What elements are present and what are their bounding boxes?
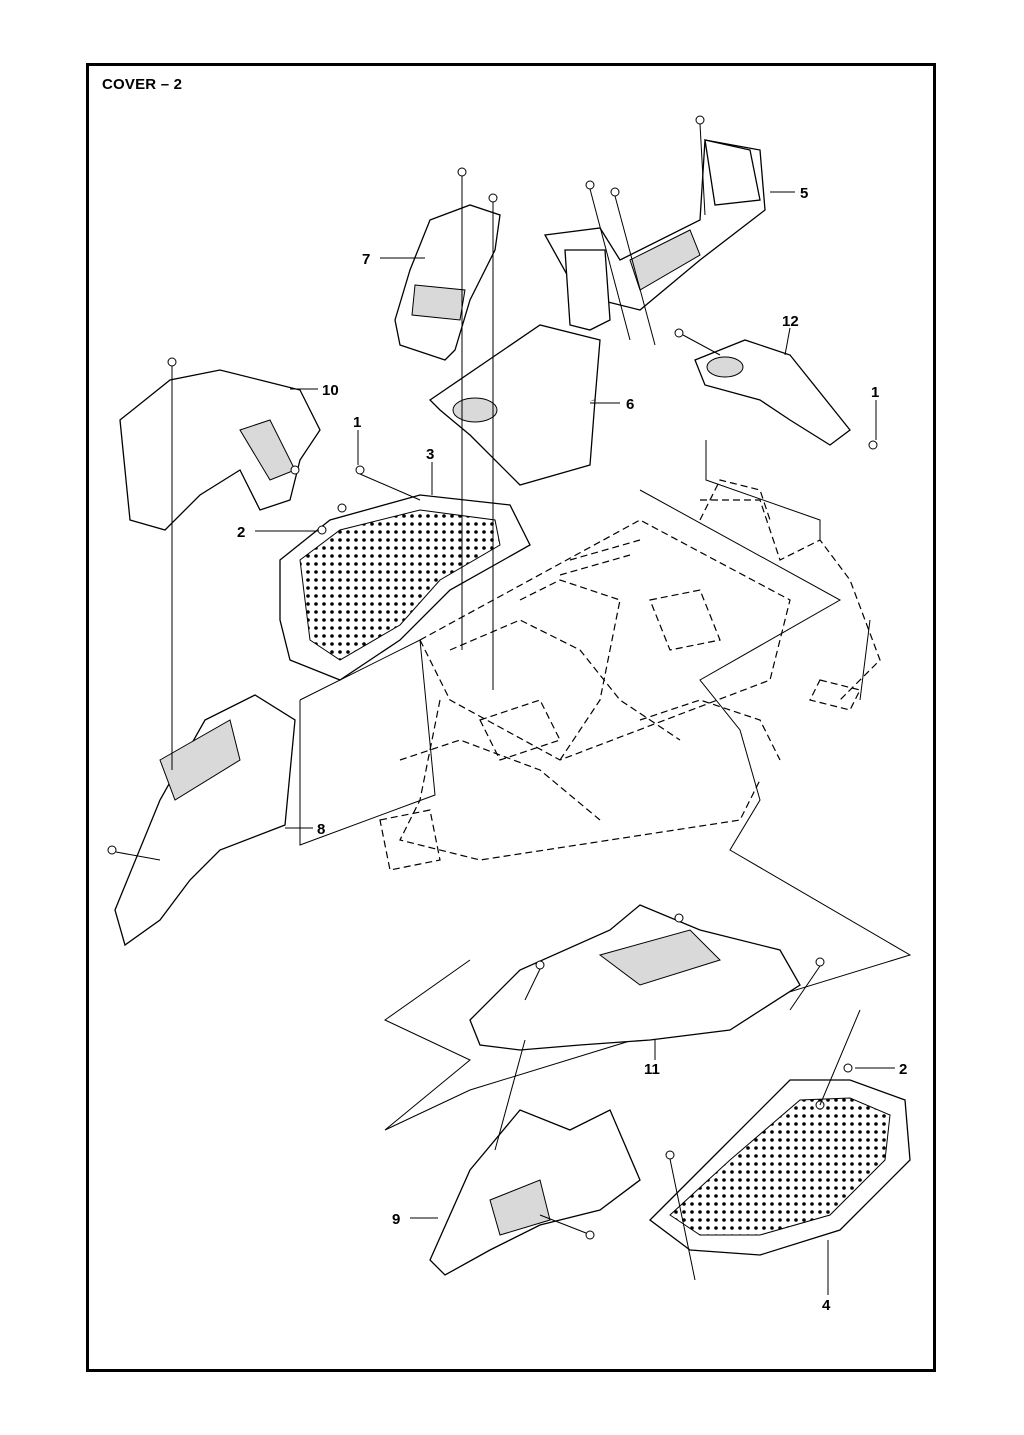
page-title: COVER – 2 [102,76,183,93]
part-12-tank-cover [694,339,851,446]
part-6-storage-box [428,324,601,486]
part-11-rear-fender [469,904,801,1051]
part-10-side-cover [119,369,321,531]
part-7-front-cover [394,204,501,361]
part-4-rear-footrest [649,1079,911,1256]
callout-6: 6 [626,396,634,413]
callout-leaders [255,191,895,1295]
part-8-lower-side-cover [114,694,296,947]
callout-8: 8 [317,821,325,838]
callout-10: 10 [322,382,339,399]
callout-1-left: 1 [353,414,361,431]
callout-2-right: 2 [899,1061,907,1078]
chassis-frame [379,479,881,871]
part-9-rear-lower-cover [429,1109,641,1276]
callout-3: 3 [426,446,434,463]
callout-4: 4 [822,1297,831,1314]
diagram-border [86,63,936,1372]
callout-12: 12 [782,313,799,330]
screw-leader-lines [115,123,861,1281]
callout-5: 5 [800,185,808,202]
callout-11: 11 [644,1061,660,1078]
callout-9: 9 [392,1211,400,1228]
assembly-outline [299,440,912,1131]
callout-7: 7 [362,251,370,268]
part-5-rear-cover [543,139,766,331]
part-3-footrest [279,494,531,681]
callout-2-left: 2 [237,524,245,541]
callout-labels: 5 7 12 10 1 6 1 3 2 8 11 2 9 4 [237,185,907,1314]
callout-1-right: 1 [871,384,879,401]
